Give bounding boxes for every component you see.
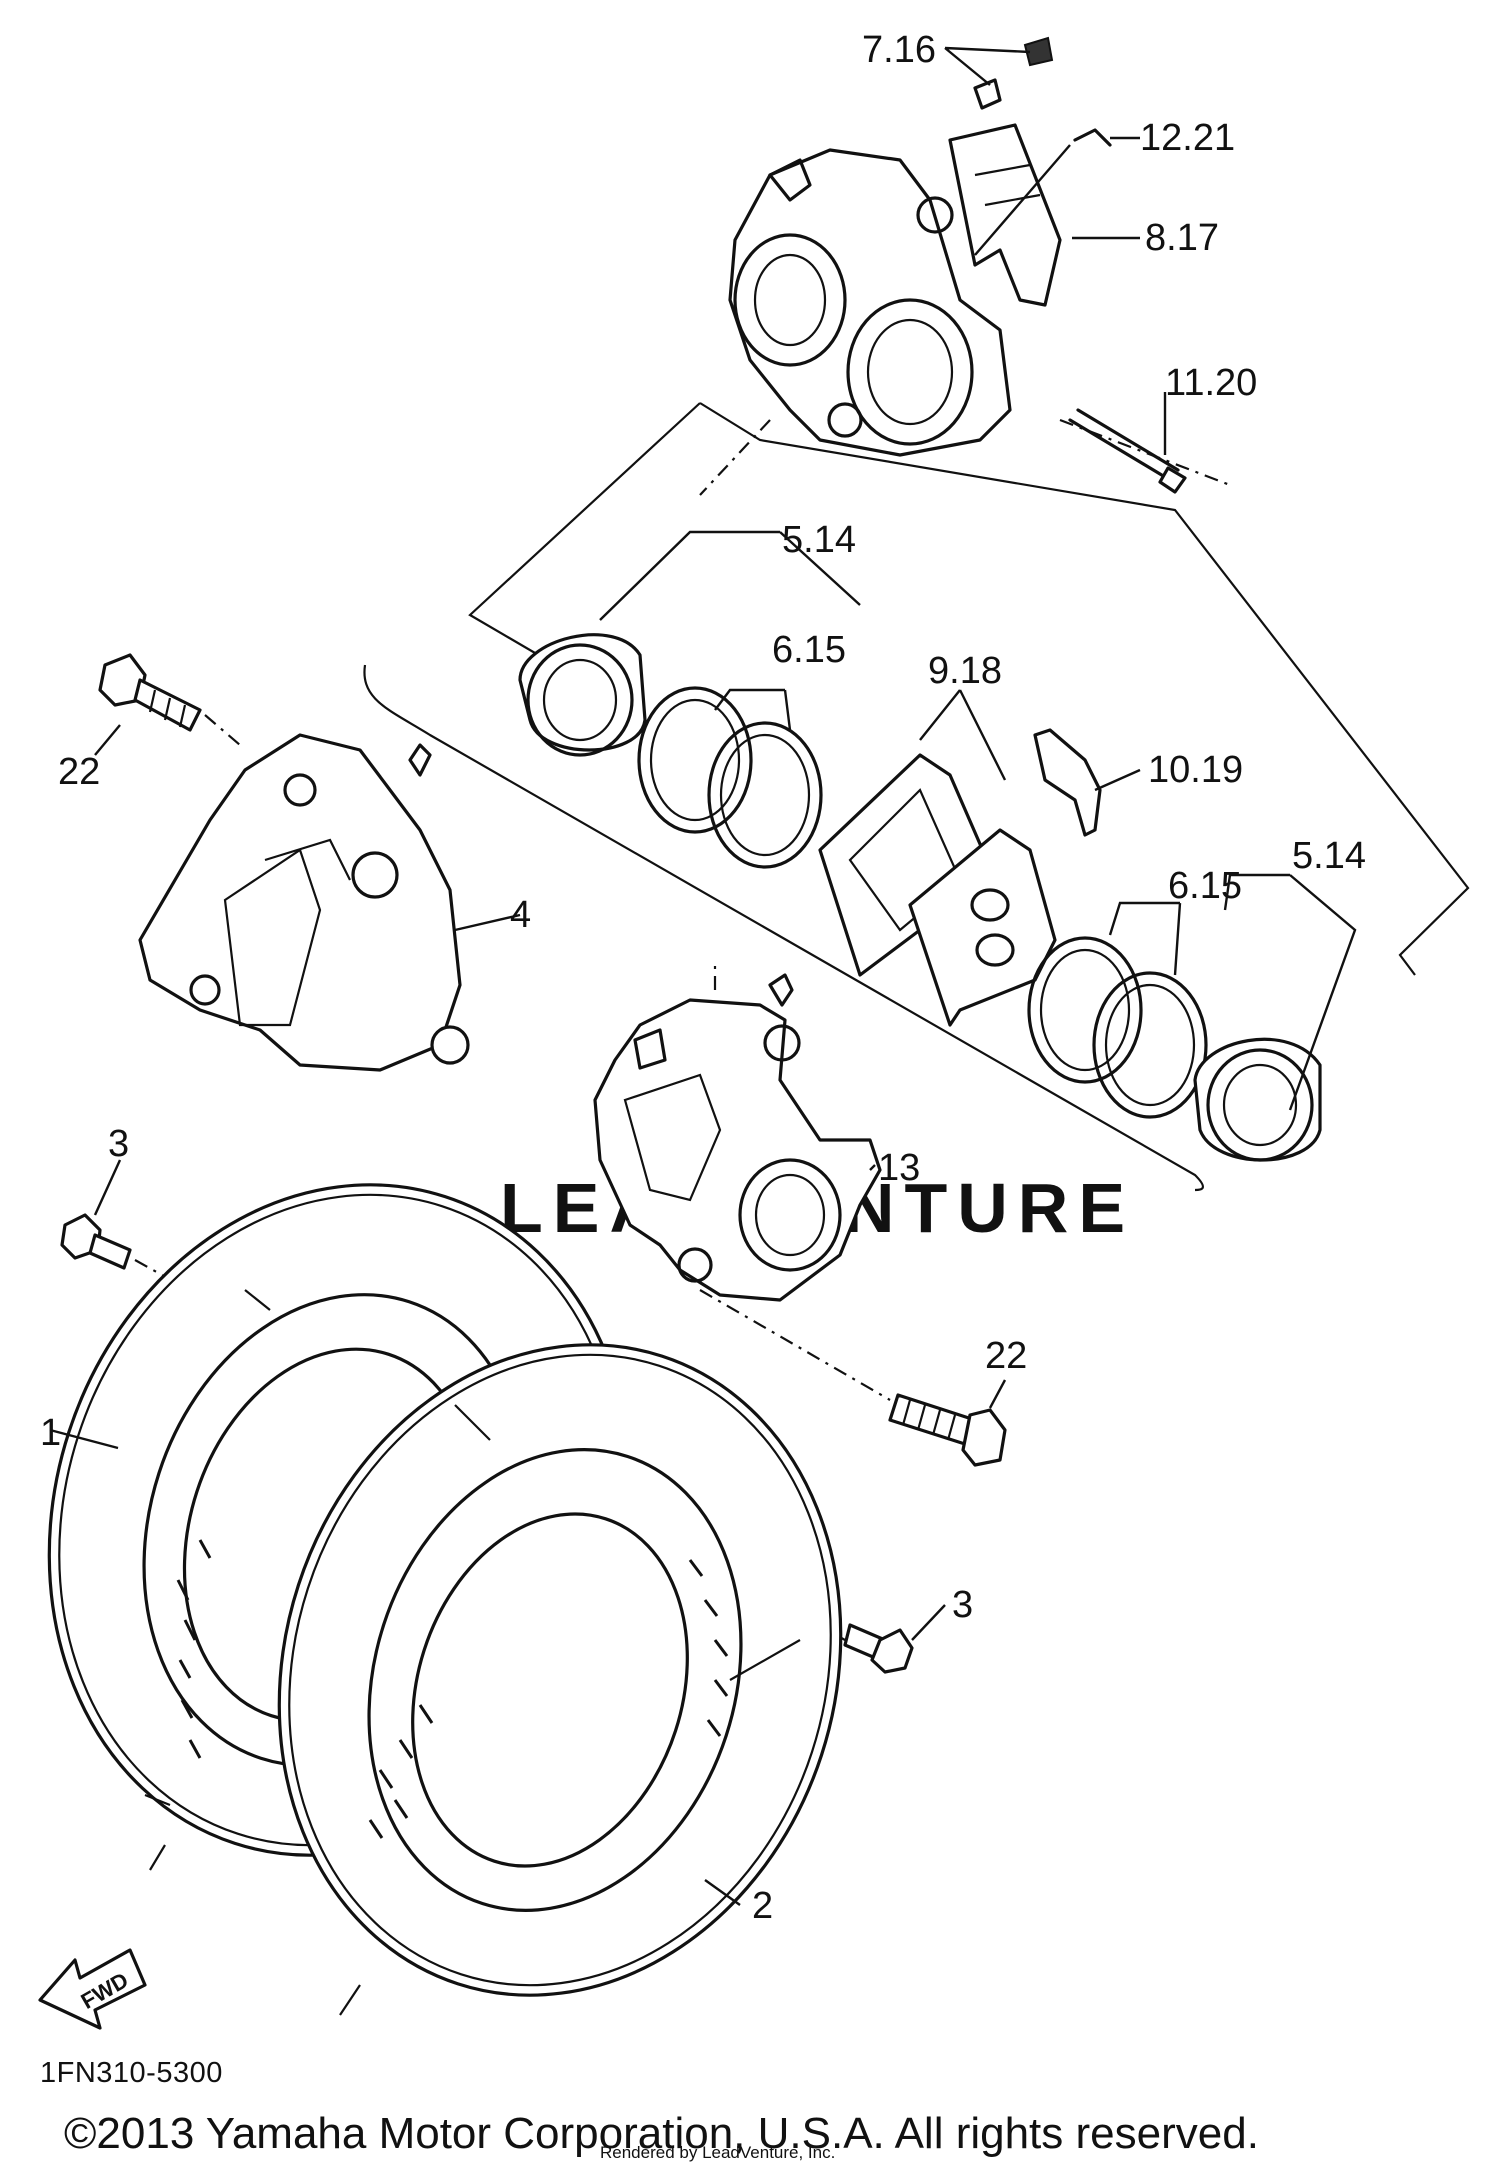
seals-upper bbox=[637, 686, 823, 869]
pad-spring bbox=[1033, 728, 1141, 837]
bolt-22-right bbox=[699, 1289, 1007, 1467]
callout-7-16: 7.16 bbox=[862, 29, 936, 71]
callout-9-18: 9.18 bbox=[928, 650, 1002, 692]
brake-disc-2 bbox=[277, 1343, 843, 2016]
copyright-notice: ©2013 Yamaha Motor Corporation, U.S.A. A… bbox=[64, 2109, 1259, 2158]
callout-13: 13 bbox=[878, 1147, 920, 1189]
part-code: 1FN310-5300 bbox=[40, 2057, 223, 2089]
piston-lower bbox=[1193, 873, 1357, 1162]
bleed-screw bbox=[944, 36, 1054, 110]
callout-2: 2 bbox=[752, 1885, 773, 1927]
callout-3-right: 3 bbox=[952, 1584, 973, 1626]
rendered-by-credit: Rendered by LeadVenture, Inc. bbox=[600, 2143, 835, 2162]
pad-pin bbox=[1068, 392, 1187, 494]
callout-1: 1 bbox=[40, 1412, 61, 1454]
callout-5-14-lower: 5.14 bbox=[1292, 835, 1366, 877]
caliper-center bbox=[593, 973, 882, 1302]
callout-8-17: 8.17 bbox=[1145, 217, 1219, 259]
caliper-left bbox=[138, 733, 521, 1072]
callout-22-left: 22 bbox=[58, 751, 100, 793]
seals-lower bbox=[1027, 901, 1208, 1119]
piston-upper bbox=[518, 530, 861, 757]
bolt-22-left bbox=[94, 653, 241, 756]
front-arrow-icon: FWD bbox=[38, 1948, 147, 2030]
disc-slot-pattern bbox=[176, 1539, 729, 1839]
callout-12-21: 12.21 bbox=[1140, 117, 1235, 159]
upper-caliper bbox=[728, 123, 1062, 457]
pad-clip bbox=[974, 128, 1140, 256]
callout-5-14-upper: 5.14 bbox=[782, 519, 856, 561]
callout-3-left: 3 bbox=[108, 1123, 129, 1165]
callout-22-right: 22 bbox=[985, 1335, 1027, 1377]
callout-10-19: 10.19 bbox=[1148, 749, 1243, 791]
callout-4: 4 bbox=[510, 894, 531, 936]
brake-pads bbox=[818, 689, 1057, 1027]
callout-6-15-upper: 6.15 bbox=[772, 629, 846, 671]
callout-11-20: 11.20 bbox=[1165, 362, 1257, 404]
callout-6-15-lower: 6.15 bbox=[1168, 865, 1242, 907]
